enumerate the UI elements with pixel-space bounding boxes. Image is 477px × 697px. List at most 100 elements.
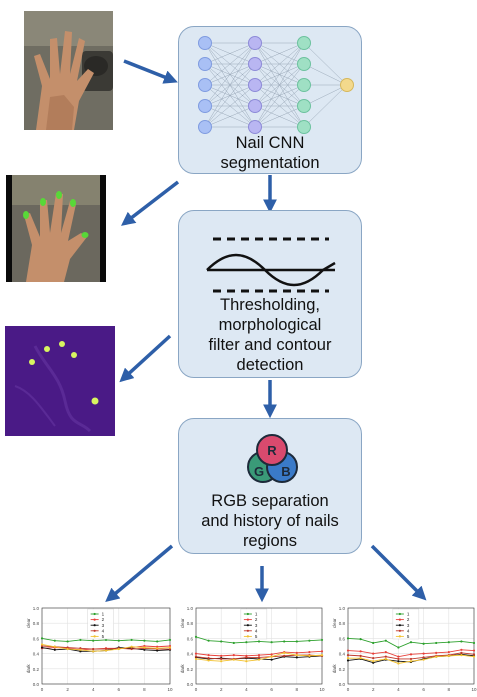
- cnn-segmentation-box: Nail CNN segmentation: [178, 26, 362, 174]
- legend-marker: [398, 635, 401, 638]
- data-point: [435, 641, 438, 645]
- legend-marker: [246, 635, 249, 638]
- y-label-dark: dark: [180, 664, 185, 674]
- x-tick-label: 6: [422, 687, 425, 692]
- y-tick-label: 0.2: [33, 667, 40, 672]
- y-label-dark: dark: [26, 664, 31, 674]
- legend-label: 2: [102, 617, 105, 622]
- data-point: [79, 638, 82, 642]
- venn-b-label: B: [281, 464, 290, 479]
- legend-marker: [246, 612, 249, 616]
- x-tick-label: 8: [296, 687, 299, 692]
- data-point: [220, 654, 223, 657]
- cnn-label-line2: segmentation: [220, 154, 320, 172]
- y-label-clear: clear: [332, 618, 337, 628]
- threshold-label-line2: morphological: [218, 316, 322, 334]
- data-point: [472, 641, 476, 645]
- x-tick-label: 0: [347, 687, 350, 692]
- data-point: [53, 639, 56, 642]
- data-point: [372, 661, 375, 664]
- data-point: [460, 640, 463, 643]
- data-point: [384, 655, 387, 658]
- legend-box: [87, 608, 114, 640]
- x-tick-label: 6: [118, 687, 121, 692]
- data-point: [472, 655, 476, 658]
- x-tick-label: 10: [471, 687, 477, 692]
- data-point: [143, 644, 146, 648]
- data-point: [66, 640, 69, 643]
- threshold-label-line1: Thresholding,: [220, 296, 320, 314]
- nn-link: [303, 84, 348, 128]
- nn-link: [303, 84, 348, 107]
- legend-marker: [246, 618, 249, 621]
- x-tick-label: 6: [270, 687, 273, 692]
- x-tick-label: 8: [143, 687, 146, 692]
- y-tick-label: 1.0: [33, 606, 40, 611]
- data-point: [220, 660, 223, 663]
- data-point: [460, 651, 463, 654]
- legend-box: [240, 608, 268, 640]
- arrow-photo-to-cnn: [123, 59, 178, 84]
- data-point: [130, 638, 133, 642]
- nn-link: [254, 42, 305, 128]
- x-tick-label: 4: [397, 687, 400, 692]
- rgb-label-line1: RGB separation: [211, 492, 329, 510]
- x-tick-label: 2: [372, 687, 375, 692]
- data-point: [346, 654, 350, 657]
- legend-label: 4: [102, 628, 105, 633]
- arrow-cnn-to-segmented: [121, 180, 180, 226]
- nn-link: [254, 63, 305, 128]
- arrow-threshold-to-heatmap: [119, 334, 172, 383]
- data-point: [435, 655, 438, 658]
- legend-marker: [93, 629, 96, 632]
- data-point: [384, 657, 387, 661]
- y-tick-label: 0.8: [339, 621, 346, 626]
- y-tick-label: 1.0: [339, 606, 346, 611]
- y-tick-label: 0.2: [339, 667, 346, 672]
- y-tick-label: 0.0: [187, 682, 194, 687]
- data-point: [245, 641, 248, 644]
- legend-marker: [93, 624, 96, 627]
- data-point: [422, 658, 425, 661]
- data-point: [257, 656, 261, 659]
- y-tick-label: 0.0: [33, 682, 40, 687]
- data-point: [194, 652, 198, 655]
- data-point: [397, 655, 400, 658]
- data-point: [270, 641, 273, 644]
- data-point: [472, 653, 476, 656]
- data-point: [270, 658, 273, 661]
- data-point: [346, 659, 350, 662]
- data-point: [270, 653, 273, 656]
- data-point: [66, 647, 69, 651]
- data-point: [257, 640, 261, 643]
- data-point: [232, 658, 235, 661]
- data-point: [295, 654, 298, 657]
- threshold-label-line3: filter and contour: [208, 336, 332, 354]
- y-tick-label: 0.0: [339, 682, 346, 687]
- venn-g-label: G: [254, 464, 264, 479]
- legend-marker: [398, 618, 401, 621]
- data-point: [143, 648, 146, 651]
- x-tick-label: 10: [319, 687, 325, 692]
- rgb-venn-icon: R G B: [247, 434, 298, 483]
- data-point: [320, 638, 324, 642]
- threshold-wave-icon: [206, 237, 336, 293]
- data-point: [308, 639, 311, 642]
- y-tick-label: 0.4: [33, 652, 40, 657]
- nn-link: [254, 84, 305, 128]
- data-point: [194, 635, 198, 638]
- data-point: [207, 657, 210, 660]
- y-tick-label: 0.8: [33, 621, 40, 626]
- y-tick-label: 0.6: [339, 636, 346, 641]
- data-point: [320, 650, 324, 653]
- legend-label: 4: [407, 628, 410, 633]
- nn-link: [204, 63, 256, 128]
- data-point: [245, 654, 248, 657]
- x-tick-label: 10: [167, 687, 173, 692]
- data-point: [40, 644, 44, 648]
- data-point: [346, 649, 350, 652]
- data-point: [359, 654, 362, 657]
- y-tick-label: 0.6: [187, 636, 194, 641]
- nn-link: [204, 42, 256, 128]
